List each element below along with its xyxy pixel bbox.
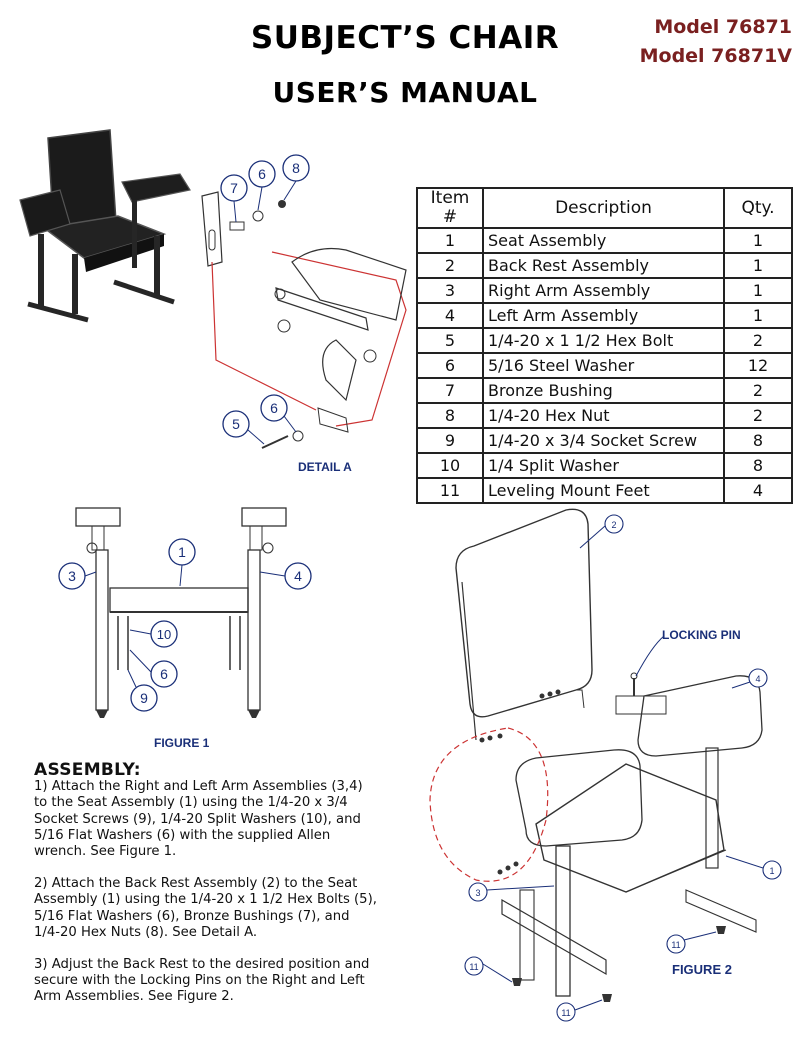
fig2-callout-1: 1 [769,866,774,876]
fig1-callout-3: 3 [68,568,76,584]
detail-a-label: DETAIL A [298,460,352,474]
fig2-callout-4: 4 [755,674,760,684]
model-number-1: Model 76871 [654,16,792,38]
model-number-2: Model 76871V [639,45,792,67]
fig1-callout-6: 6 [160,666,168,682]
fig1-callout-1: 1 [178,544,186,560]
fig2-callout-2: 2 [611,520,616,530]
fig1-callout-9: 9 [140,690,148,706]
assembly-heading: ASSEMBLY: [34,760,141,780]
callout-8: 8 [292,160,300,176]
chair-photo [19,129,191,323]
fig1-callout-4: 4 [294,568,302,584]
fig2-callout-11c: 11 [561,1008,570,1018]
assembly-instructions: ASSEMBLY: 1) Attach the Right and Left A… [34,760,379,1022]
figure-2-label: FIGURE 2 [672,962,732,977]
column-header-description: Description [482,187,725,229]
page-subtitle: USER’S MANUAL [272,76,538,109]
fig2-callout-11a: 11 [671,940,680,950]
figure-1-drawing: 1 3 4 10 6 9 [58,507,312,718]
locking-pin-label: LOCKING PIN [662,628,741,642]
detail-a-callouts: 7 6 8 5 6 [220,154,310,438]
assembly-step-1: 1) Attach the Right and Left Arm Assembl… [34,779,363,860]
callout-6b: 6 [270,400,278,416]
fig2-callout-3: 3 [475,888,480,898]
column-header-item: Item # [416,187,484,229]
column-header-qty: Qty. [723,187,793,229]
detail-a-drawing: 7 6 8 5 6 [201,154,407,449]
assembly-step-3: 3) Adjust the Back Rest to the desired p… [34,957,370,1005]
callout-7: 7 [230,180,238,196]
assembly-step-2: 2) Attach the Back Rest Assembly (2) to … [34,876,377,940]
table-header-row: Item # Description Qty. [416,187,793,229]
callout-6: 6 [258,166,266,182]
callout-5: 5 [232,416,240,432]
page-title: SUBJECT’S CHAIR [250,20,560,56]
fig2-callout-11b: 11 [469,962,478,972]
figure-1-label: FIGURE 1 [154,736,210,750]
fig1-callout-10: 10 [157,627,171,642]
figure-2-drawing: 2 4 1 3 11 11 11 [429,508,782,1022]
